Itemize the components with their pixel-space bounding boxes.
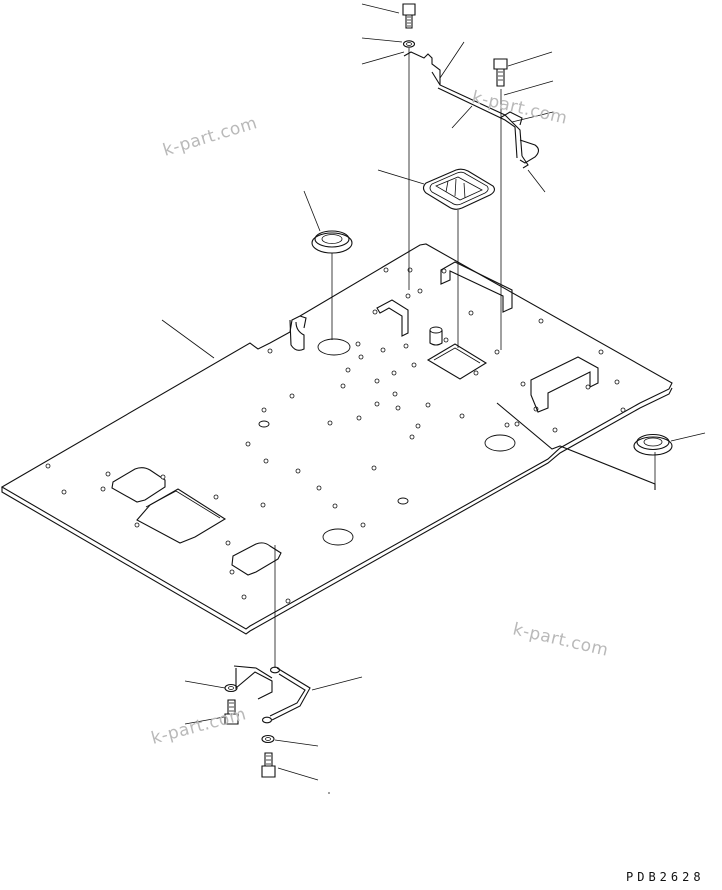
leader-lines bbox=[161, 3, 706, 794]
round-grommet-right bbox=[633, 433, 673, 456]
side-flap-outline bbox=[496, 402, 656, 490]
watermark: k-part.com bbox=[161, 113, 260, 161]
bolt-holes bbox=[45, 267, 626, 604]
watermark: k-part.com bbox=[149, 704, 248, 749]
alignment-lines bbox=[274, 48, 656, 668]
bottom-bolts bbox=[224, 699, 276, 778]
watermark: k-part.com bbox=[511, 619, 611, 660]
top-bolts bbox=[402, 3, 508, 87]
round-grommet-left bbox=[311, 230, 353, 254]
ground-strap bbox=[233, 665, 311, 724]
floor-plate bbox=[0, 243, 673, 635]
floor-openings bbox=[111, 338, 516, 576]
top-washer bbox=[402, 40, 416, 48]
rect-grommet bbox=[422, 168, 495, 210]
watermark: k-part.com bbox=[470, 87, 570, 128]
harness-clamp bbox=[403, 51, 540, 169]
drawing-code: PDB2628 bbox=[626, 870, 705, 884]
plate-brackets bbox=[376, 261, 599, 413]
